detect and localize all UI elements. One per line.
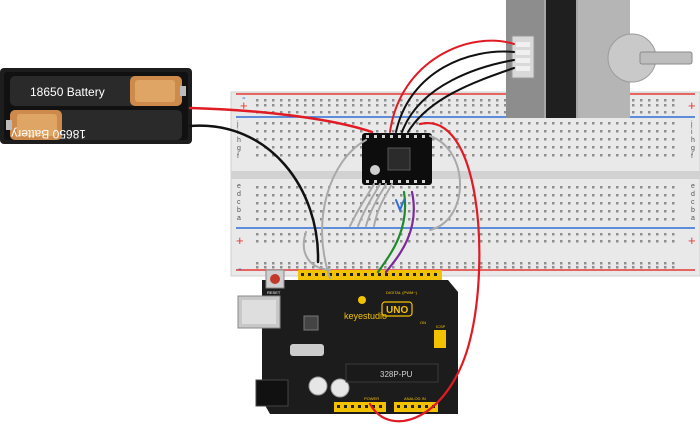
- rail-plus-bottom-right: +: [688, 233, 696, 248]
- rail-plus-bottom-left: +: [236, 233, 244, 248]
- row-letter: g: [691, 145, 695, 152]
- icsp-header: ICSP: [434, 324, 446, 348]
- row-letter: c: [691, 199, 695, 206]
- jumper-gray-1: [321, 139, 367, 279]
- stepper-connector-pins: [516, 42, 530, 71]
- row-letter: e: [237, 183, 241, 190]
- row-letter: f: [691, 153, 693, 160]
- digital-label: DIGITAL (PWM~): [386, 290, 418, 295]
- jumper-gray-7: [302, 231, 331, 271]
- row-letter: h: [237, 137, 241, 144]
- jumper-gray-6: [429, 135, 461, 231]
- row-letter: b: [237, 207, 241, 214]
- analog-label: ANALOG IN: [404, 396, 426, 401]
- jumper-gray-2: [349, 183, 375, 227]
- battery-cell-top: 18650 Battery: [10, 76, 186, 106]
- rail-plus-top-left: +: [240, 98, 248, 113]
- jumper-blue: [395, 199, 405, 213]
- chip-label: 328P-PU: [380, 370, 413, 379]
- row-letter: i: [691, 129, 693, 136]
- arduino-uno-board: RESET DIGITAL (PWM~) POWER ANALOG IN key…: [237, 269, 458, 414]
- battery-negative-wire: [188, 124, 320, 264]
- stepper-motor: [506, 0, 693, 118]
- row-letter: a: [691, 215, 695, 222]
- row-letter: j: [236, 121, 239, 128]
- on-led-label: ON: [420, 320, 426, 325]
- power-label: POWER: [364, 396, 379, 401]
- model-label: UNO: [386, 305, 408, 316]
- arduino-5v-wire: [368, 122, 481, 423]
- wires: [188, 39, 515, 423]
- motor-wire-black-1: [395, 50, 515, 133]
- row-letter: d: [237, 191, 241, 198]
- motor-wire-red: [389, 39, 515, 133]
- stepper-driver-module: [362, 133, 432, 185]
- motor-wire-black-3: [407, 67, 515, 133]
- row-letter: f: [237, 153, 239, 160]
- rail-minus-bottom-left: -: [238, 263, 242, 275]
- reset-label: RESET: [267, 290, 281, 295]
- microcontroller-chip: 328P-PU: [345, 363, 439, 383]
- row-letter: c: [237, 199, 241, 206]
- row-letter: j: [690, 121, 693, 128]
- row-letter: d: [691, 191, 695, 198]
- battery-cell-bottom: 18650 Battery: [6, 110, 182, 141]
- dir-signal-wire: [384, 190, 415, 274]
- jumper-gray-3: [357, 183, 381, 227]
- row-letter: e: [691, 183, 695, 190]
- battery-pack: 18650 Battery 18650 Battery: [0, 68, 192, 144]
- battery-bottom-label: 18650 Battery: [11, 127, 86, 141]
- battery-top-label: 18650 Battery: [30, 85, 105, 99]
- rail-minus-top-left: -: [242, 92, 246, 104]
- battery-positive-wire: [188, 106, 374, 134]
- rail-plus-top-right: +: [688, 98, 696, 113]
- row-letter: g: [237, 145, 241, 152]
- brand-label: keyestudio: [344, 311, 387, 321]
- step-signal-wire: [376, 190, 407, 274]
- jumper-gray-4: [365, 183, 387, 227]
- icsp-label: ICSP: [436, 324, 446, 329]
- jumper-gray-5: [373, 183, 393, 227]
- row-letter: h: [691, 137, 695, 144]
- motor-wire-black-2: [401, 59, 515, 133]
- row-letter: b: [691, 207, 695, 214]
- row-letter: a: [237, 215, 241, 222]
